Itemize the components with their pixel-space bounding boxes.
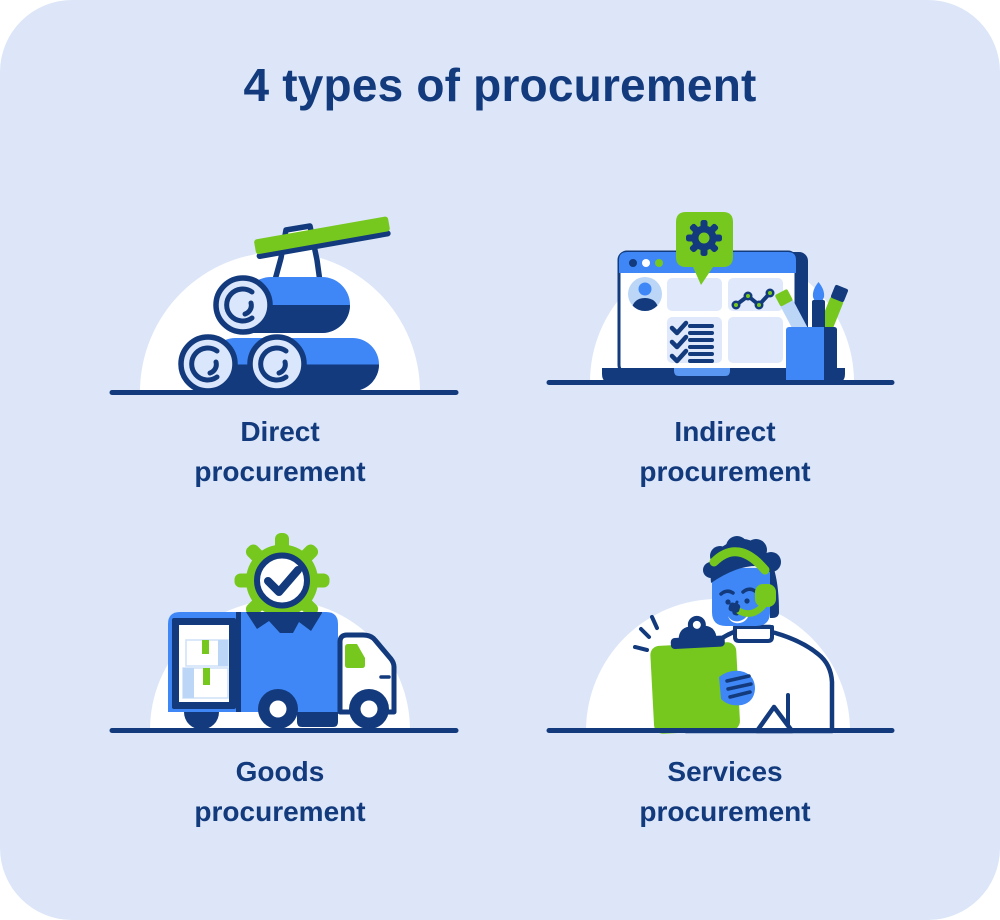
- page-title: 4 types of procurement: [243, 59, 757, 111]
- gear-check-icon: [234, 533, 330, 628]
- hand-icon: [719, 670, 755, 706]
- line-chart-icon: [731, 288, 775, 310]
- headset-icon: [709, 547, 776, 617]
- boxes-icon: [182, 639, 229, 699]
- logs: [178, 275, 379, 394]
- gear-notch: [246, 612, 322, 633]
- window-dot-2: [642, 259, 650, 267]
- delivery-truck-icon: [109, 533, 459, 733]
- label-direct: Direct procurement: [194, 416, 366, 487]
- window-dot-1: [629, 259, 637, 267]
- laptop-notch: [674, 368, 730, 376]
- clipboard-icon: [650, 615, 740, 734]
- rear-wheel: [184, 712, 219, 730]
- card-top-middle: [667, 278, 722, 311]
- gear-icon: [686, 220, 722, 256]
- pen-holder-icon: [775, 282, 849, 383]
- check-icon: [264, 566, 302, 596]
- laptop-dashboard-icon: [546, 212, 895, 385]
- quadrant-direct: Direct procurement: [100, 185, 460, 492]
- logs-axe-icon: [109, 216, 459, 395]
- quadrant-goods: Goods procurement: [100, 525, 460, 832]
- avatar-icon: [628, 277, 662, 311]
- truck-body: [168, 612, 397, 730]
- sparkle-lines: [633, 615, 659, 652]
- browser-window-icon: [617, 250, 798, 375]
- gear-bubble-icon: [676, 212, 733, 285]
- support-agent-icon: [546, 536, 895, 734]
- card-bottom-right: [728, 317, 783, 363]
- cab-window: [345, 644, 365, 668]
- label-indirect: Indirect procurement: [639, 416, 811, 487]
- checklist-icon: [669, 320, 714, 364]
- quadrant-indirect: Indirect procurement: [545, 185, 905, 492]
- window-dot-3: [655, 259, 663, 267]
- label-goods: Goods procurement: [194, 756, 366, 827]
- label-services: Services procurement: [639, 756, 811, 827]
- microphone: [728, 602, 741, 613]
- quadrant-services: Services procurement: [545, 525, 905, 832]
